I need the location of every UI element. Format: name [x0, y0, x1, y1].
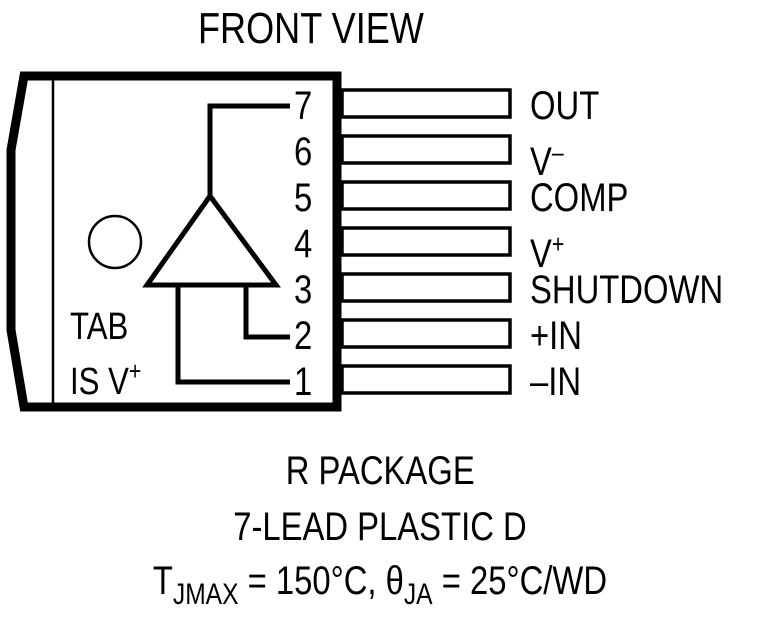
pin-label-out: OUT — [530, 84, 600, 128]
diagram-title: FRONT VIEW — [198, 4, 424, 53]
pin-leads — [340, 88, 512, 395]
caption-thermal-specs: TJMAX = 150°C, θJA = 25°C/WD — [152, 559, 608, 611]
tab-note-line1: TAB — [70, 306, 129, 348]
pin-number-6: 6 — [294, 130, 313, 174]
pin-number-4: 4 — [294, 222, 313, 266]
pin-lead-1 — [340, 364, 512, 395]
pin-lead-5 — [340, 180, 512, 211]
op-amp-triangle-icon — [142, 191, 281, 288]
pin-lead-6 — [340, 134, 512, 165]
pin-number-1: 1 — [294, 360, 313, 404]
output-wire — [207, 103, 290, 196]
pin-lead-3 — [340, 272, 512, 303]
pin-number-7: 7 — [294, 84, 313, 128]
package-body-outline — [6, 71, 342, 412]
pin-label-shutdown: SHUTDOWN — [530, 268, 724, 312]
pin-label-v-plus: V+ — [530, 229, 565, 276]
pin-label-v-minus: V– — [530, 137, 564, 184]
caption-package-name: R PACKAGE — [285, 449, 475, 493]
pin-number-3: 3 — [294, 268, 313, 312]
mounting-hole-icon — [87, 214, 143, 270]
pin-label-minus-in: –IN — [530, 360, 582, 404]
pin-number-2: 2 — [294, 314, 313, 358]
inverting-input-wire — [175, 285, 290, 385]
caption-package-type: 7-LEAD PLASTIC D — [233, 505, 527, 549]
tab-note-line2: IS V+ — [70, 356, 142, 403]
noninverting-input-wire — [243, 285, 290, 340]
pin-lead-2 — [340, 318, 512, 349]
pin-number-5: 5 — [294, 176, 313, 220]
pin-lead-7 — [340, 88, 512, 119]
pin-label-comp: COMP — [530, 176, 629, 220]
pin-label-plus-in: +IN — [530, 314, 582, 358]
pin-lead-4 — [340, 226, 512, 257]
